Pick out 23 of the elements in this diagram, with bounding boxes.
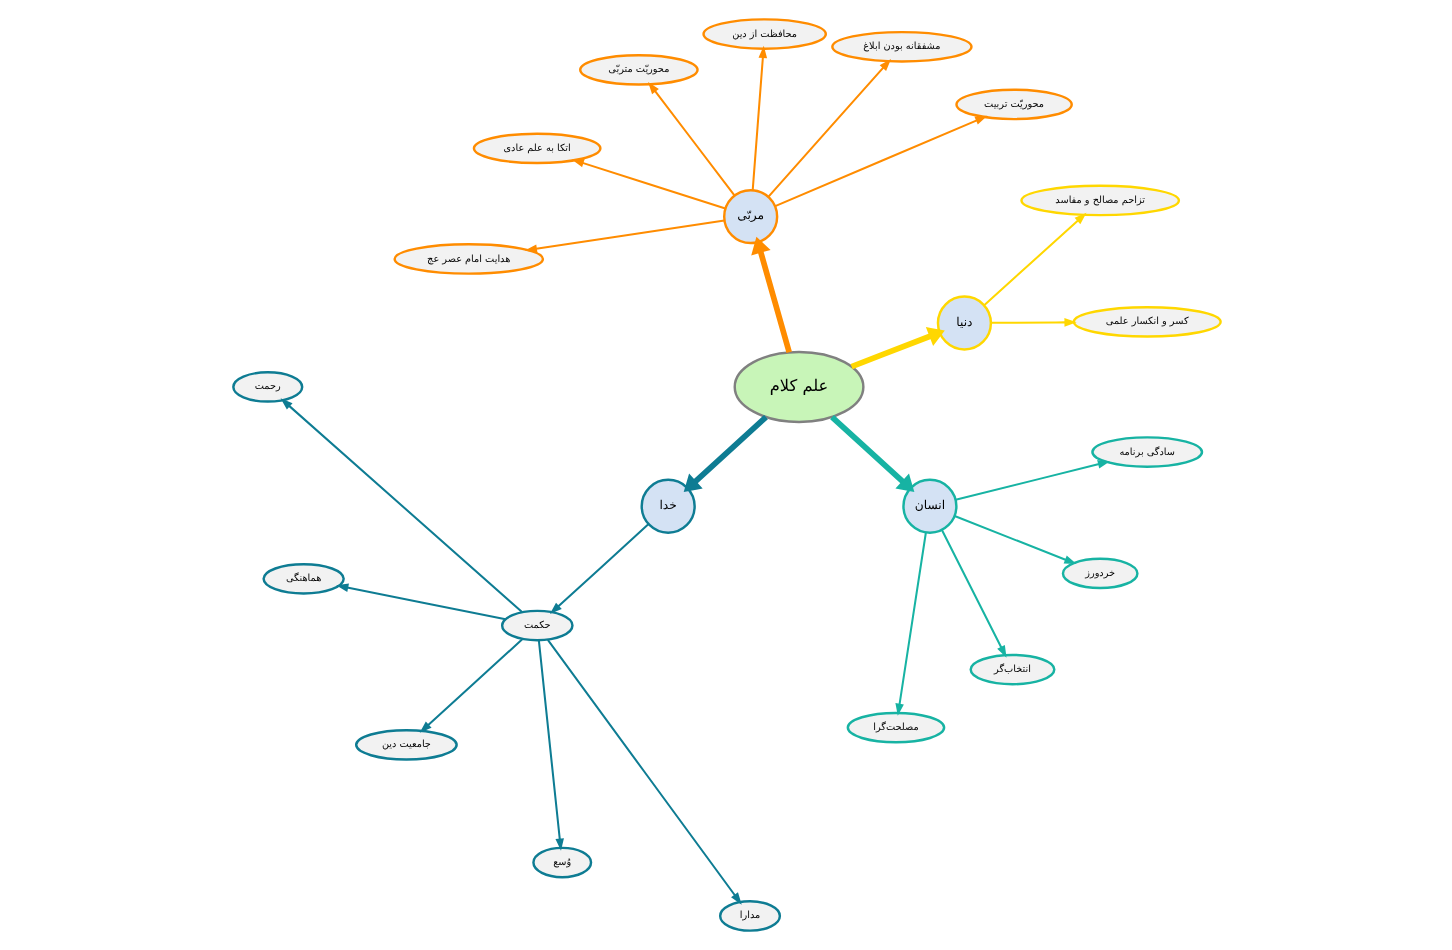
- arrow: [849, 327, 944, 370]
- arrow: [335, 583, 505, 621]
- arrow: [750, 45, 767, 191]
- arrow: [682, 414, 767, 493]
- node-ellipse: علم کلام: [732, 350, 864, 424]
- arrow: [523, 219, 724, 253]
- arrow: [536, 640, 563, 851]
- arrow: [894, 532, 926, 716]
- arrow: [279, 398, 522, 613]
- arrow: [647, 81, 735, 196]
- arrow: [829, 414, 914, 493]
- arrow: [546, 639, 741, 905]
- arrow: [982, 212, 1086, 306]
- arrow: [990, 318, 1076, 327]
- arrow: [954, 460, 1110, 501]
- arrow: [940, 529, 1006, 658]
- arrow: [750, 236, 791, 354]
- arrow: [548, 523, 649, 615]
- arrow: [953, 515, 1076, 565]
- arrow: [773, 115, 987, 208]
- arrow: [418, 638, 523, 733]
- arrow: [570, 159, 725, 210]
- arrow: [766, 58, 891, 198]
